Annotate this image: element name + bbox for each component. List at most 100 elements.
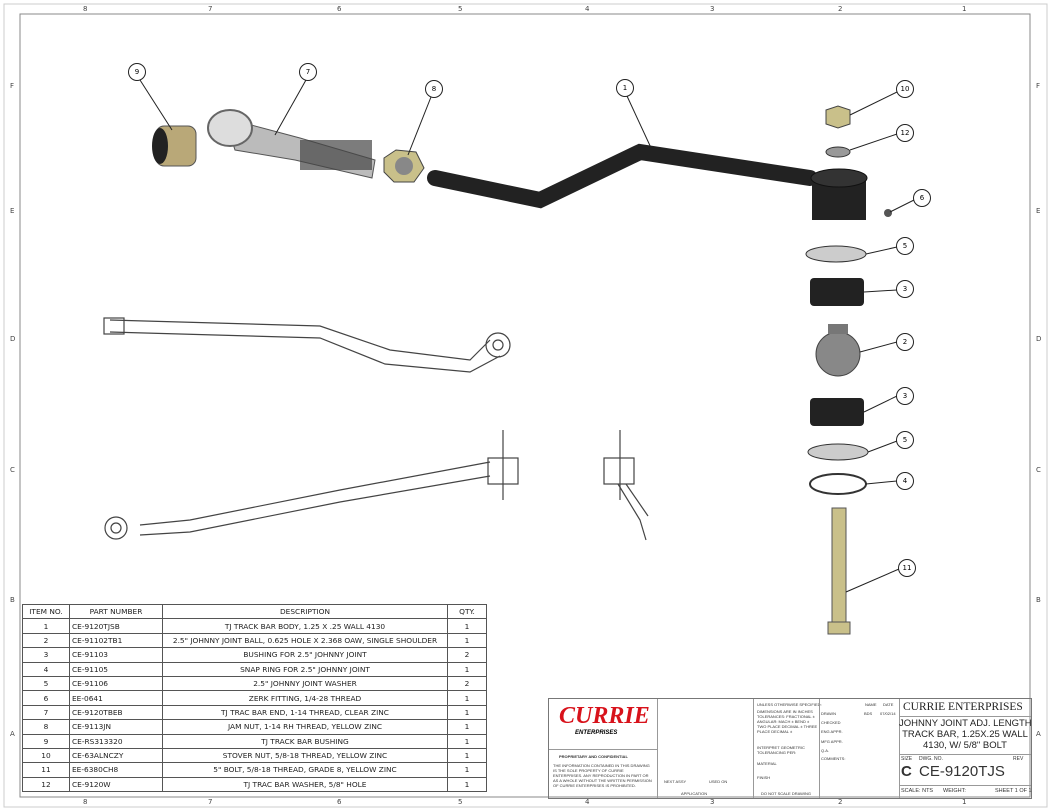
comments-label: COMMENTS:: [821, 756, 846, 761]
bom-cell-qty: 1: [447, 747, 487, 764]
bom-cell-item-no: 2: [22, 632, 70, 649]
bom-cell-part-number: CE-91105: [69, 661, 163, 677]
col-description: DESCRIPTION: [162, 603, 448, 620]
drawn-name: BDS: [864, 711, 873, 716]
divider: [899, 754, 1031, 755]
joint-ball-shoulder: [828, 324, 848, 334]
bom-cell-part-number: CE-9120TJSB: [69, 618, 163, 634]
logo-text: CURRIE: [559, 703, 650, 729]
bom-cell-part-number: CE-63ALNCZY: [69, 747, 163, 764]
bar-end-thread: [300, 140, 372, 170]
zone-row-label: C: [10, 466, 15, 474]
bom-cell-item-no: 12: [22, 776, 70, 793]
sheet-label: SHEET 1 OF 1: [995, 788, 1032, 794]
dwg-no-value: CE-9120TJS: [919, 763, 1005, 780]
title-line: TRACK BAR, 1.25X.25 WALL: [902, 729, 1028, 740]
bom-cell-description: 2.5" JOHNNY JOINT BALL, 0.625 HOLE X 2.3…: [162, 632, 448, 649]
bom-header: ITEM NO. PART NUMBER DESCRIPTION QTY.: [22, 603, 487, 620]
zone-row-label: E: [1036, 207, 1041, 215]
bom-cell-qty: 1: [447, 733, 487, 749]
zone-column-label: 7: [208, 5, 213, 13]
item-balloon: 8: [425, 80, 443, 98]
zone-row-label: F: [1036, 82, 1041, 90]
zone-column-label: 6: [337, 798, 342, 806]
bom-cell-item-no: 4: [22, 661, 70, 677]
zone-column-label: 4: [585, 5, 590, 13]
zone-column-label: 8: [83, 5, 88, 13]
bom-cell-description: TJ TRACK BAR BODY, 1.25 X .25 WALL 4130: [162, 618, 448, 634]
bom-cell-qty: 1: [447, 719, 487, 735]
zone-column-label: 3: [710, 798, 715, 806]
bom-cell-description: TJ TRACK BAR BUSHING: [162, 733, 448, 749]
next-assy-label: NEXT ASSY: [664, 779, 687, 784]
finish-label: FINISH: [757, 775, 771, 780]
item-balloon: 5: [896, 431, 914, 449]
sheet-border: [19, 13, 1031, 798]
orthographic-views: [103, 317, 649, 541]
do-not-scale-label: DO NOT SCALE DRAWING: [761, 791, 812, 796]
zone-column-label: 4: [585, 798, 590, 806]
balloon-leaders: [139, 79, 915, 593]
scale-label: SCALE: NTS: [901, 788, 934, 794]
bom-cell-part-number: CE-RS313320: [69, 733, 163, 749]
bom-cell-part-number: EE-0641: [69, 690, 163, 706]
divider: [549, 749, 657, 750]
item-balloon: 11: [898, 559, 916, 577]
zone-row-label: B: [1036, 596, 1041, 604]
proprietary-title: PROPRIETARY AND CONFIDENTIAL: [559, 754, 628, 759]
zone-row-label: C: [1036, 466, 1041, 474]
size-label: SIZE: [901, 756, 913, 762]
divider: [899, 716, 1031, 717]
item-balloon: 2: [896, 333, 914, 351]
item-balloon: 5: [896, 237, 914, 255]
bushing-3a: [810, 278, 864, 306]
bolt-head: [827, 621, 851, 635]
snap-ring: [809, 473, 867, 495]
bom-cell-item-no: 3: [22, 647, 70, 663]
zone-column-label: 2: [838, 5, 843, 13]
zone-column-label: 1: [962, 5, 967, 13]
zone-column-label: 6: [337, 5, 342, 13]
currie-logo: CURRIE ENTERPRISES: [559, 703, 651, 737]
bom-cell-item-no: 7: [22, 704, 70, 721]
col-part-number: PART NUMBER: [69, 603, 163, 620]
date-header: DATE: [883, 702, 894, 707]
zone-row-label: B: [10, 596, 15, 604]
bom-cell-description: SNAP RING FOR 2.5" JOHNNY JOINT: [162, 661, 448, 677]
zone-column-label: 3: [710, 5, 715, 13]
item-balloon: 3: [896, 280, 914, 298]
used-on-label: USED ON: [709, 779, 728, 784]
bom-cell-qty: 1: [447, 776, 487, 793]
joint-housing: [812, 178, 866, 220]
washer-5a: [805, 245, 867, 263]
dwg-no-label: DWG. NO.: [919, 756, 943, 762]
bom-cell-part-number: EE-6380CH8: [69, 762, 163, 778]
material-label: MATERIAL: [757, 761, 777, 766]
bom-cell-description: STOVER NUT, 5/8-18 THREAD, YELLOW ZINC: [162, 747, 448, 764]
interpret-label: INTERPRET GEOMETRIC TOLERANCING PER:: [757, 745, 805, 755]
mfg-appr-label: MFG APPR.: [821, 739, 843, 744]
bom-cell-item-no: 9: [22, 733, 70, 749]
bom-cell-part-number: CE-91103: [69, 647, 163, 663]
bom-cell-qty: 1: [447, 762, 487, 778]
outer-border: [3, 3, 1048, 808]
zone-column-label: 7: [208, 798, 213, 806]
zone-column-label: 1: [962, 798, 967, 806]
bom-cell-qty: 2: [447, 647, 487, 663]
bom-cell-part-number: CE-9120W: [69, 776, 163, 793]
zone-row-label: D: [1036, 335, 1042, 343]
rev-label: REV: [1013, 756, 1024, 762]
zone-row-label: D: [10, 335, 16, 343]
zone-column-label: 8: [83, 798, 88, 806]
bom-cell-part-number: CE-9120TBEB: [69, 704, 163, 721]
bom-cell-item-no: 1: [22, 618, 70, 634]
application-label: APPLICATION: [681, 791, 708, 796]
